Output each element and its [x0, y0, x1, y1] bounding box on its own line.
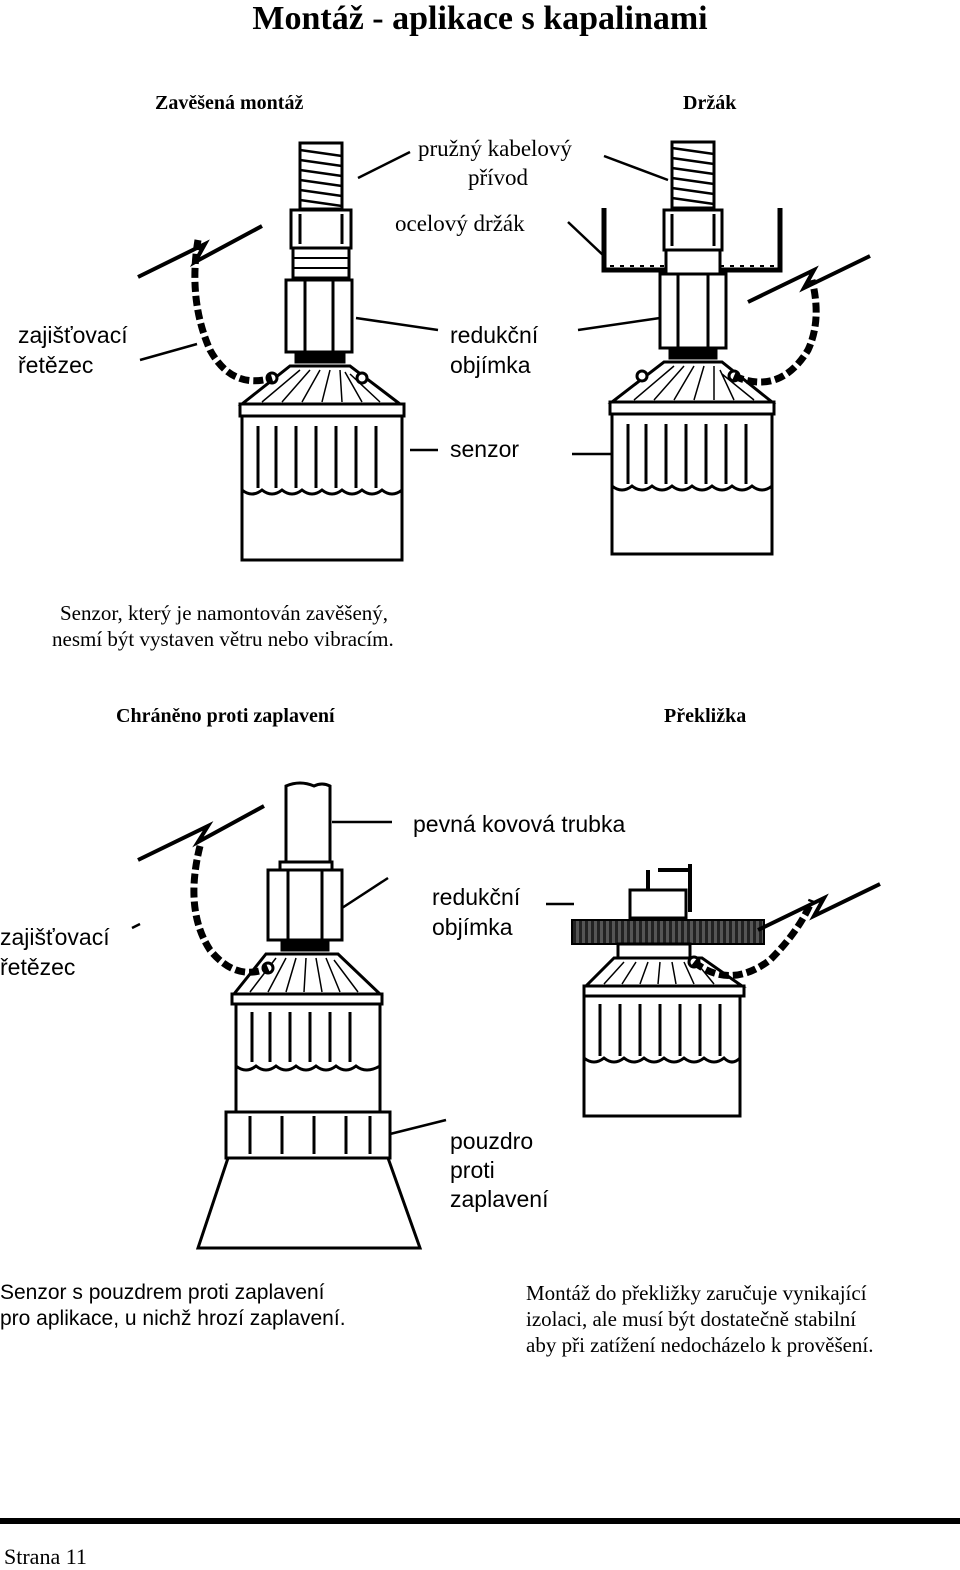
plywood-caption-line1: Montáž do překližky zaručuje vynikající: [526, 1281, 867, 1305]
plywood-caption-line2: izolaci, ale musí být dostatečně stabiln…: [526, 1307, 857, 1331]
section-hanging-title: Zavěšená montáž: [155, 92, 304, 114]
cable-label-line2: přívod: [468, 165, 529, 190]
section-flood-title: Chráněno proti zaplavení: [116, 705, 335, 727]
reducer-label-bottom-line1: redukční: [432, 884, 521, 910]
cable-label-line1: pružný kabelový: [418, 136, 572, 161]
plywood-caption-line3: aby při zatížení nedocházelo k prověšení…: [526, 1333, 874, 1357]
housing-label-line3: zaplavení: [450, 1186, 549, 1212]
section-bracket-title: Držák: [683, 92, 737, 114]
page-title: Montáž - aplikace s kapalinami: [252, 0, 708, 37]
hanging-sensor-diagram: [137, 141, 439, 562]
page-number: Strana 11: [4, 1544, 87, 1569]
sensor-label: senzor: [450, 436, 520, 462]
pipe-label: pevná kovová trubka: [413, 811, 626, 837]
plywood-sensor-diagram: [546, 864, 881, 1118]
section-plywood-title: Překližka: [664, 705, 747, 727]
chain-label-bottom-line1: zajišťovací: [0, 924, 110, 950]
hanging-caption-line2: nesmí být vystaven větru nebo vibracím.: [52, 627, 394, 651]
chain-label-top-line1: zajišťovací: [18, 322, 128, 348]
hanging-caption-line1: Senzor, který je namontován zavěšený,: [60, 601, 389, 625]
reducer-label-top-line1: redukční: [450, 322, 539, 348]
flood-caption-line2: pro aplikace, u nichž hrozí zaplavení.: [0, 1307, 346, 1330]
bracket-sensor-diagram: [567, 140, 871, 556]
footer-rule: [0, 1518, 960, 1524]
reducer-label-bottom-line2: objímka: [432, 914, 513, 940]
chain-label-top-line2: řetězec: [18, 352, 94, 378]
housing-label-line1: pouzdro: [450, 1128, 534, 1154]
chain-label-bottom-line2: řetězec: [0, 954, 76, 980]
flood-sensor-diagram: [131, 781, 447, 1250]
steel-bracket-label: ocelový držák: [395, 211, 525, 236]
flood-caption-line1: Senzor s pouzdrem proti zaplavení: [0, 1281, 325, 1304]
housing-label-line2: proti: [450, 1157, 495, 1183]
reducer-label-top-line2: objímka: [450, 352, 531, 378]
